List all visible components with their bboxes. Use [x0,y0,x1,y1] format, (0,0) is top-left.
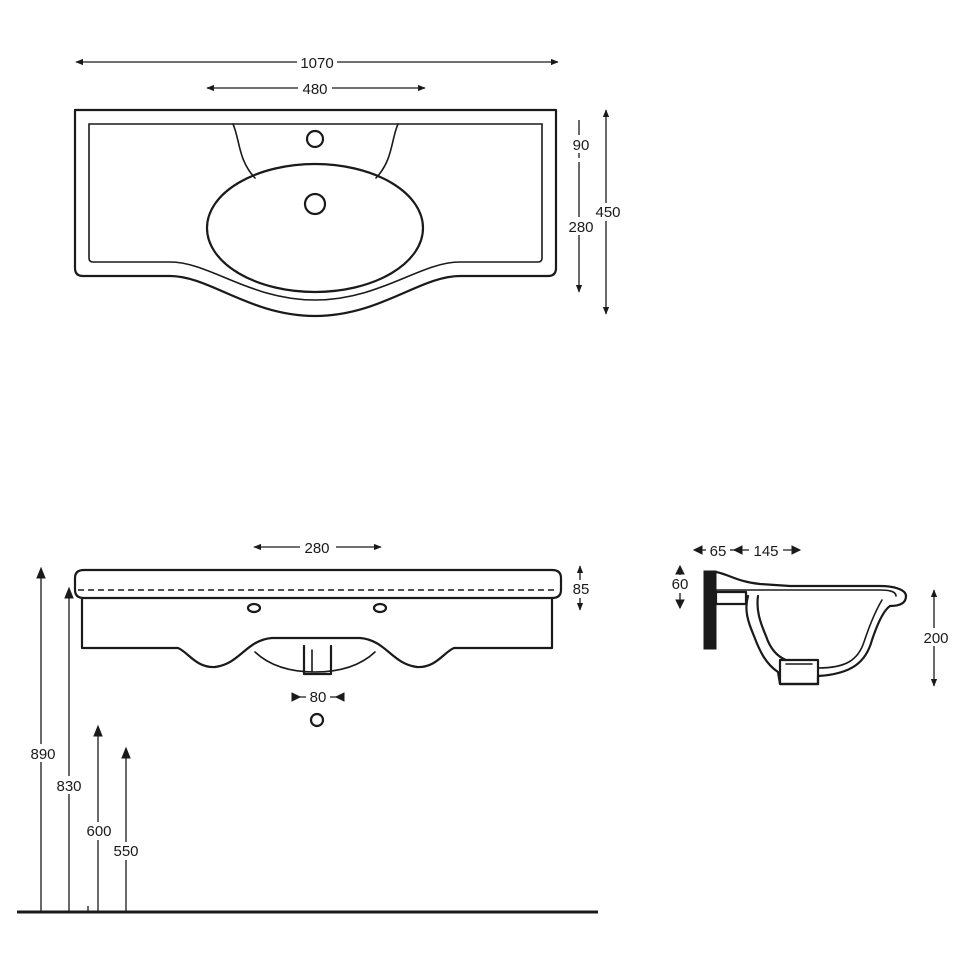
dim-height-890: 890 [30,746,55,763]
dim-bowl-height: 200 [923,630,948,647]
side-wall [703,570,717,650]
dim-wall-gap: 65 [710,543,727,560]
front-top-slab [73,568,563,600]
top-view: 1070 480 90 280 450 [73,53,625,318]
dim-height-830: 830 [56,778,81,795]
basin-outer-outline [73,108,558,318]
side-bracket [714,590,748,606]
side-bowl-outer [816,604,892,686]
dim-basin-depth: 280 [568,219,593,236]
waste-pipe-hole [309,712,325,728]
dim-total-width: 1070 [300,55,333,72]
side-bowl-inner [817,599,883,669]
front-view: 280 85 80 890 830 600 550 [17,538,598,914]
side-top-surface [714,570,908,608]
dim-back-height: 60 [672,576,689,593]
dim-waste-width: 80 [310,689,327,706]
front-tap-hole-left [246,602,262,614]
side-back-trap [745,594,820,686]
side-view: 65 145 60 200 [668,541,952,687]
dim-basin-width: 480 [302,81,327,98]
dim-tap-depth: 90 [573,137,590,154]
front-apron [80,596,554,669]
front-bowl-bottom [254,651,376,673]
dim-height-600: 600 [86,823,111,840]
front-tap-hole-right [372,602,388,614]
basin-bowl [205,162,425,294]
dim-tap-spacing: 280 [304,540,329,557]
tap-deck-right-curve [375,123,399,179]
dim-rim-height: 85 [573,581,590,598]
basin-inner-rim [88,123,543,301]
drain-hole [303,192,327,216]
dim-height-550: 550 [113,843,138,860]
tap-deck-left-curve [232,123,256,179]
front-waste [302,644,333,676]
dim-total-depth: 450 [595,204,620,221]
tap-hole [305,129,325,149]
dim-projection: 145 [753,543,778,560]
side-waste-outlet [778,658,820,686]
